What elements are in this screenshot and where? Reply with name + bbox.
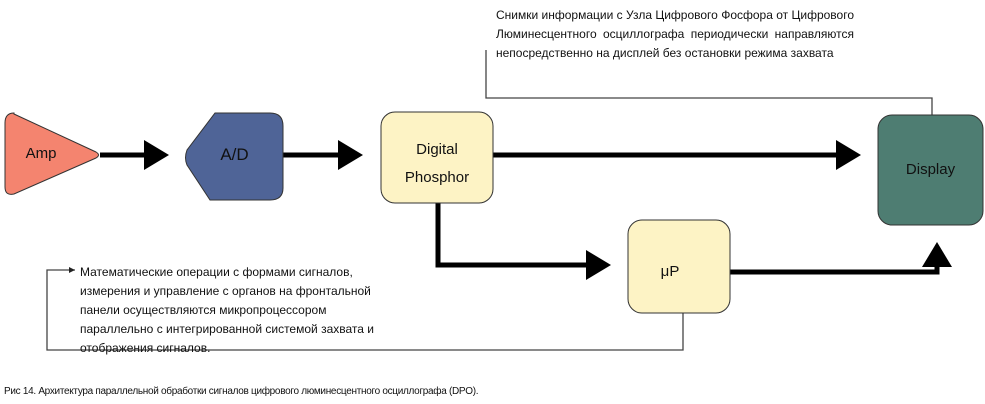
ad-label: A/D — [220, 145, 249, 164]
ad-block — [185, 112, 284, 201]
microprocessor-label: μP — [660, 263, 680, 280]
microprocessor-block — [627, 219, 731, 314]
left-note: Математические операции с формами сигнал… — [80, 265, 374, 355]
arrow-up-to-display — [730, 242, 952, 275]
digital-phosphor-label-1: Digital — [416, 141, 458, 158]
amp-block — [4, 112, 99, 195]
digital-phosphor-block — [380, 111, 494, 204]
arrow-phosphor-to-up — [435, 203, 611, 280]
display-block — [877, 114, 984, 226]
left-note-connector — [46, 267, 684, 351]
top-note-connector — [485, 50, 933, 115]
display-label: Display — [905, 161, 956, 178]
figure-caption: Рис 14. Архитектура параллельной обработ… — [4, 386, 479, 397]
digital-phosphor-label-2: Phosphor — [404, 169, 470, 186]
top-note: Снимки информации с Узла Цифрового Фосфо… — [496, 8, 854, 60]
amp-label: Amp — [25, 145, 57, 162]
